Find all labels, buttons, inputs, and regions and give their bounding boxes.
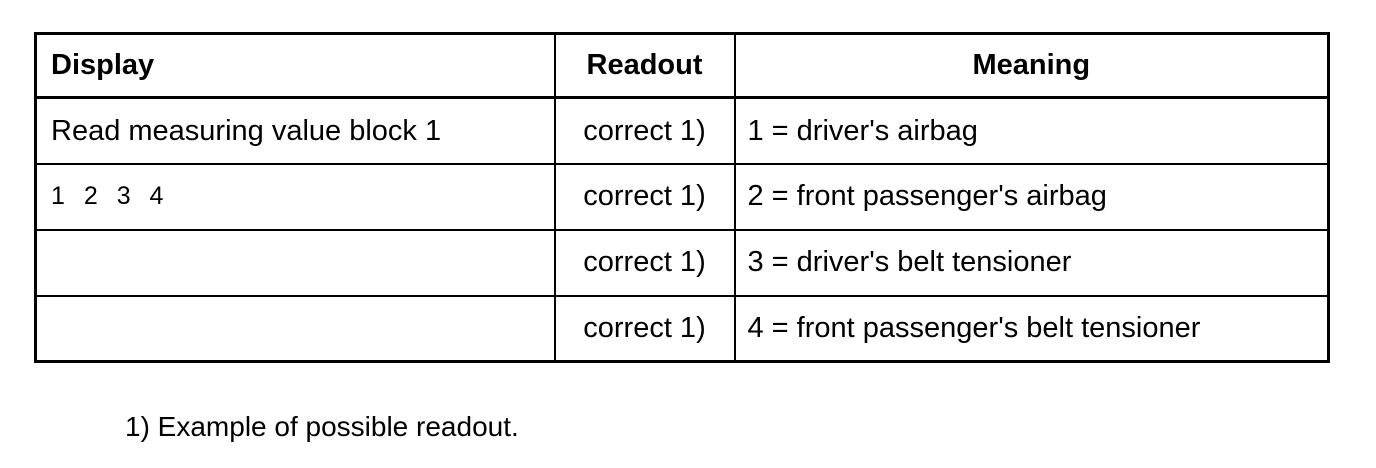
footnote-text: 1) Example of possible readout. — [125, 411, 519, 442]
column-header-meaning: Meaning — [733, 33, 1330, 99]
table-row: Read measuring value block 1 correct 1) … — [34, 97, 1330, 164]
column-header-display: Display — [34, 33, 556, 99]
table-row: 1 2 3 4 correct 1) 2 = front passenger's… — [34, 162, 1330, 230]
table-header: Display Readout Meaning — [34, 33, 1330, 99]
cell-readout: correct 1) — [553, 162, 736, 230]
table-row: correct 1) 4 = front passenger's belt te… — [34, 294, 1330, 362]
cell-display — [34, 294, 556, 362]
cell-meaning: 1 = driver's airbag — [733, 97, 1330, 164]
table-row: correct 1) 3 = driver's belt tensioner — [34, 228, 1330, 296]
cell-readout: correct 1) — [553, 228, 736, 296]
cell-readout: correct 1) — [553, 97, 736, 164]
cell-meaning: 4 = front passenger's belt tensioner — [733, 294, 1330, 362]
cell-display — [34, 228, 556, 296]
cell-meaning: 3 = driver's belt tensioner — [733, 228, 1330, 296]
cell-display: 1 2 3 4 — [34, 162, 556, 230]
measuring-value-block-table: Display Readout Meaning Read measuring v… — [34, 32, 1330, 363]
table-header-row: Display Readout Meaning — [34, 33, 1330, 99]
cell-readout: correct 1) — [553, 294, 736, 362]
table-body: Read measuring value block 1 correct 1) … — [34, 97, 1330, 362]
column-header-readout: Readout — [553, 33, 736, 99]
cell-meaning: 2 = front passenger's airbag — [733, 162, 1330, 230]
cell-display: Read measuring value block 1 — [34, 97, 556, 164]
